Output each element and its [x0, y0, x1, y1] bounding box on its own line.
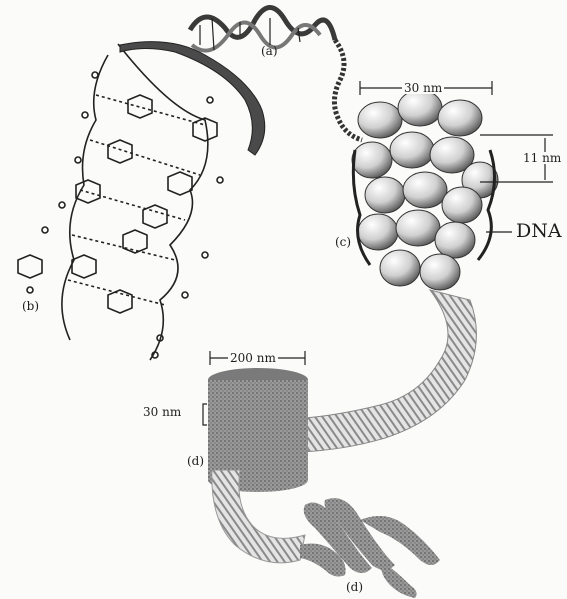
measure-11nm: 11 nm: [522, 152, 562, 164]
label-d-lower: (d): [346, 581, 363, 593]
label-dna: DNA: [516, 222, 562, 241]
measure-30nm-left: 30 nm: [143, 406, 181, 418]
label-b: (b): [22, 300, 39, 312]
label-a: (a): [261, 45, 278, 57]
label-d-upper: (d): [187, 455, 204, 467]
label-c: (c): [335, 236, 351, 248]
chromosome: [300, 498, 440, 598]
dna-coil-fiber: [334, 40, 362, 140]
dna-chemical-structure: [18, 44, 223, 360]
measure-200nm: 200 nm: [228, 352, 278, 364]
chromatin-fiber-coil: [300, 290, 476, 452]
nucleosome-cluster: [352, 90, 498, 290]
ribbon-backbone: [120, 42, 265, 155]
measure-30nm-top: 30 nm: [402, 82, 444, 94]
